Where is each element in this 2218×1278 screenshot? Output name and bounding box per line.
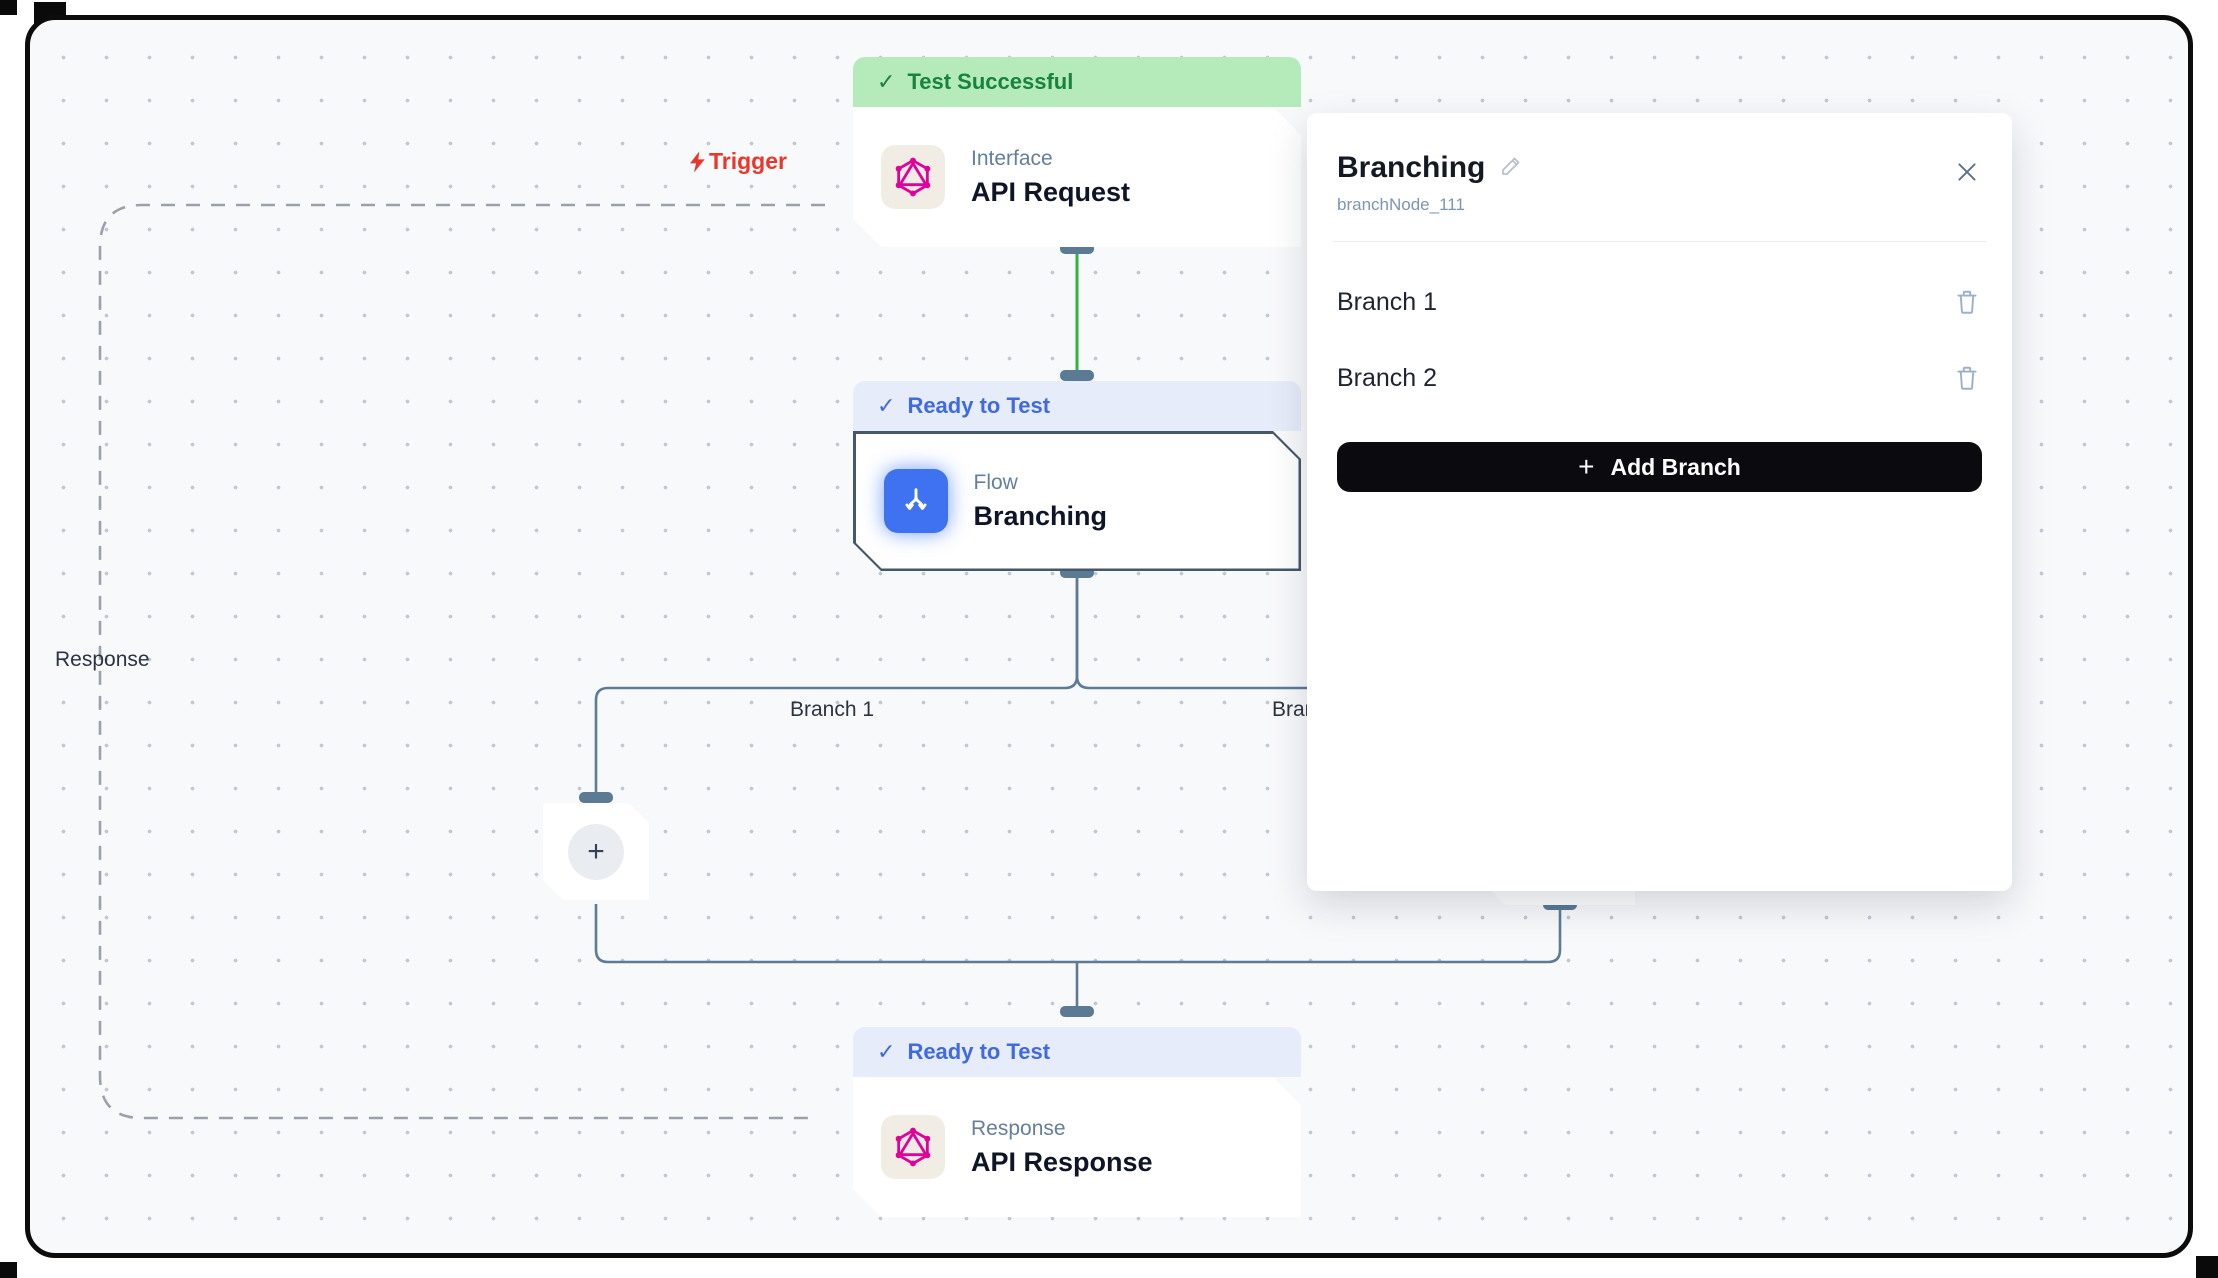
node-category: Response	[971, 1116, 1066, 1140]
corner-mark	[0, 0, 17, 15]
trash-icon[interactable]	[1952, 286, 1982, 318]
handle-plus-in[interactable]	[579, 792, 613, 803]
response-edge-label: Response	[55, 648, 150, 671]
branch-label: Branch 2	[1337, 363, 1438, 392]
workflow-canvas[interactable]: Trigger Response Branch 1 Branch 2 ✓ Tes…	[25, 15, 2193, 1258]
branch-1-edge-label: Branch 1	[790, 698, 875, 721]
node-title: Branching	[973, 500, 1108, 531]
edge-branch-1-return	[594, 904, 1077, 964]
node-api-response[interactable]: ✓ Ready to Test	[853, 1027, 1301, 1217]
plus-icon: +	[568, 824, 624, 880]
node-title: API Response	[971, 1146, 1153, 1177]
node-card[interactable]: Response API Response	[853, 1077, 1301, 1217]
lightning-icon	[690, 150, 705, 173]
node-card[interactable]: Flow Branching	[856, 434, 1299, 569]
branch-split-icon	[884, 469, 948, 533]
status-banner-test-successful: ✓ Test Successful	[853, 57, 1301, 107]
handle-api-request-out[interactable]	[1060, 243, 1094, 254]
divider	[1333, 241, 1986, 242]
node-title: API Request	[971, 176, 1131, 207]
add-node-placeholder[interactable]: +	[543, 803, 649, 900]
branch-row-2: Branch 2	[1337, 362, 1982, 394]
handle-branching-in[interactable]	[1060, 370, 1094, 381]
corner-mark	[2196, 1256, 2218, 1278]
node-card[interactable]: Interface API Request	[853, 107, 1301, 247]
node-api-request[interactable]: ✓ Test Successful	[853, 57, 1301, 247]
panel-title: Branching	[1337, 151, 1486, 184]
close-icon[interactable]	[1952, 157, 1982, 187]
branching-config-panel: Branching branchNode_111	[1307, 113, 2012, 891]
branch-label: Branch 1	[1337, 287, 1438, 316]
handle-api-response-in[interactable]	[1060, 1006, 1094, 1017]
node-category: Flow	[973, 470, 1018, 494]
node-branching[interactable]: ✓ Ready to Test	[853, 381, 1301, 571]
corner-mark	[0, 1262, 17, 1278]
edge-branch-1	[594, 572, 1079, 794]
status-banner-ready-to-test: ✓ Ready to Test	[853, 381, 1301, 431]
check-icon: ✓	[877, 69, 896, 94]
node-card-selected-border: Flow Branching	[853, 431, 1301, 571]
add-branch-button[interactable]: + Add Branch	[1337, 442, 1982, 492]
trash-icon[interactable]	[1952, 362, 1982, 394]
check-icon: ✓	[877, 1039, 896, 1064]
node-id-label: branchNode_111	[1337, 195, 1465, 214]
edit-pencil-icon[interactable]	[1499, 154, 1523, 183]
branch-row-1: Branch 1	[1337, 286, 1982, 318]
status-banner-ready-to-test: ✓ Ready to Test	[853, 1027, 1301, 1077]
node-category: Interface	[971, 146, 1053, 170]
check-icon: ✓	[877, 393, 896, 418]
graphql-icon	[881, 145, 945, 209]
edge-branch-2-return	[1077, 910, 1562, 964]
handle-branching-out[interactable]	[1060, 567, 1094, 578]
edge-response-loop	[98, 203, 825, 1120]
plus-icon: +	[1578, 451, 1595, 482]
trigger-label: Trigger	[690, 148, 787, 175]
dot-grid: Trigger Response Branch 1 Branch 2 ✓ Tes…	[30, 20, 2188, 1253]
graphql-icon	[881, 1115, 945, 1179]
